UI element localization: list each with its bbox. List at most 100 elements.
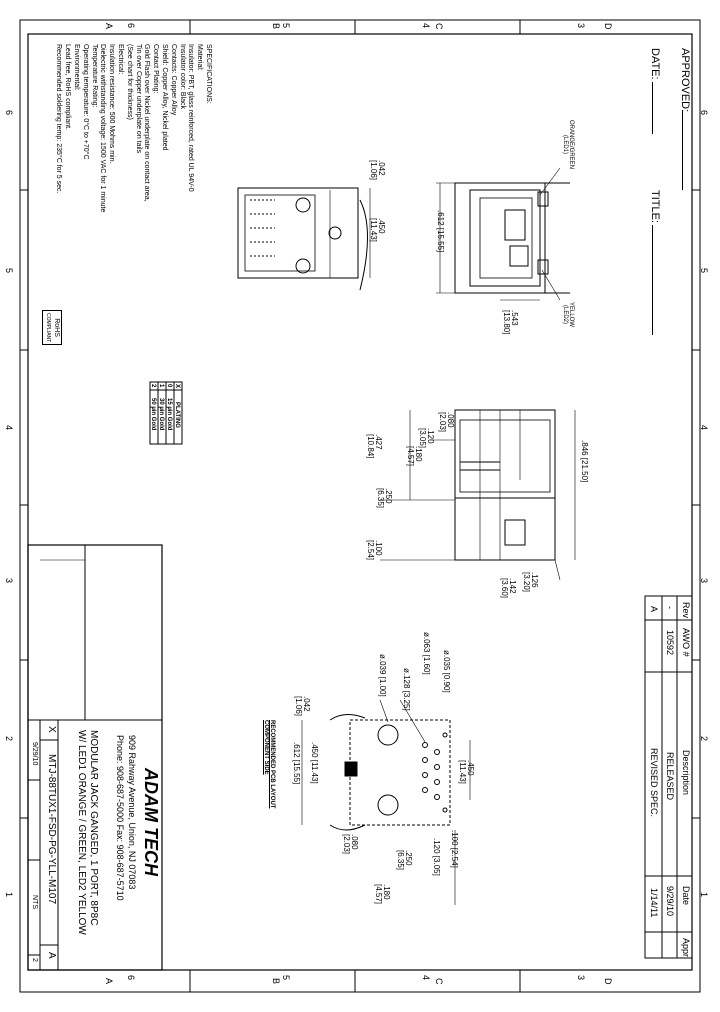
zone-label-3-bottom: 3 [576, 975, 586, 981]
zone-label-3-right: 3 [699, 578, 709, 584]
zone-label-2-right: 2 [699, 736, 709, 742]
plating-row1-plating: 30 µin Gold [158, 398, 164, 431]
zone-label-4-left: 4 [4, 425, 14, 431]
zone-label-6-top: 6 [126, 23, 136, 29]
dim-pcb-063: ø.063 [1.60] [422, 632, 431, 675]
zone-label-3-left: 3 [4, 578, 14, 584]
dim-side-846: .846 [21.50] [580, 440, 589, 483]
zone-label-5-bottom: 5 [281, 975, 291, 981]
zone-label-5-top: 5 [281, 23, 291, 29]
dim-rear-450: .450 [11.43] [369, 218, 386, 242]
approved-label: APPROVED: [679, 48, 691, 113]
zone-label-5-right: 5 [699, 268, 709, 274]
side-view [380, 409, 576, 581]
dim-front-width: .612 [15.55] [436, 210, 445, 253]
zone-letter-b-top: B [271, 23, 281, 30]
dim-pcb-450v: .450 [11.43] [310, 742, 319, 784]
inner-border [27, 33, 693, 971]
specifications-text: SPECIFICATIONS: Material: Insulator: PBT… [55, 44, 212, 213]
pcb-layout [301, 699, 471, 905]
dim-side-126: .126 [3.20] [522, 572, 539, 593]
dim-front-543: .543 [13.80] [502, 310, 519, 335]
zone-label-4-bottom: 4 [421, 975, 431, 981]
title-block-sheet: 2 [31, 958, 38, 962]
dim-pcb-120: .120 [3.05] [432, 838, 441, 876]
dim-side-427: .427 [10.84] [366, 434, 383, 459]
rev-header-description: Description [681, 750, 691, 796]
title-label: TITLE: [649, 190, 661, 224]
title-block-rev: A [46, 952, 57, 959]
title-block-scale: NTS [31, 895, 38, 909]
dim-pcb-450h: .450 [11.43] [458, 760, 475, 784]
dim-side-180: .180 [4.57] [406, 446, 423, 467]
date-line [652, 82, 653, 134]
zone-ticks [20, 20, 700, 992]
plating-row1-x: 1 [158, 384, 164, 388]
company-address: 909 Rahway Avenue, Union, NJ 07083 [127, 735, 137, 890]
rev-header-rev: Rev [681, 602, 691, 619]
rev-row1-rev: - [665, 606, 675, 609]
company-name: ADAM TECH [141, 768, 161, 876]
plating-row0-x: 0 [166, 384, 172, 388]
company-phone: Phone: 908-687-5000 Fax: 908-687-5710 [115, 735, 125, 901]
plating-row0-plating: 15 µin Gold [166, 398, 172, 431]
dim-rear-042: .042 [1.06] [369, 160, 386, 181]
rev-header-date: Date [681, 886, 691, 906]
dim-side-142: .142 [3.60] [500, 578, 517, 599]
front-view [436, 167, 570, 301]
dim-pcb-080: .080 [2.03] [342, 834, 359, 855]
rohs-line-2: COMPLIANT [45, 313, 51, 343]
plating-row2-x: 2 [150, 384, 156, 388]
dim-side-080: .080 [2.03] [438, 412, 455, 433]
rev-row2-description: REVISED SPEC. [649, 748, 659, 818]
plating-header-x: X [174, 384, 180, 389]
rev-row1-awo: 10592 [665, 630, 675, 656]
zone-label-4-top: 4 [421, 23, 431, 29]
dim-pcb-180: .180 [4.57] [374, 884, 391, 905]
plating-header-plating: PLATING [174, 402, 180, 428]
zone-label-5-left: 5 [4, 268, 14, 274]
rev-row1-description: RELEASED [665, 752, 675, 801]
rev-row2-rev: A [649, 606, 659, 613]
part-number: MTJ-88TUX1-FSD-PG-YLL-M107 [46, 754, 57, 905]
approved-line [682, 110, 683, 190]
description-line-2: W/ LED1 ORANGE / GREEN, LED2 YELLOW [76, 730, 87, 935]
revision-table-grid [644, 595, 693, 959]
zone-letter-d-bottom: D [603, 978, 613, 985]
rev-header-awo: AWO # [681, 628, 691, 657]
outer-border [19, 19, 701, 993]
rev-row1-date: 9/29/10 [665, 886, 675, 917]
zone-label-2-left: 2 [4, 736, 14, 742]
rev-row2-date: 1/14/11 [649, 888, 659, 918]
title-block-x: X [46, 726, 57, 733]
pcb-layout-title: RECOMMENDED PCB LAYOUT COMPONENT SIDE [263, 720, 275, 809]
dim-side-250: .250 [6.35] [376, 488, 393, 509]
zone-letter-a-top: A [104, 23, 114, 30]
date-label: DATE: [649, 48, 661, 80]
zone-label-1-right: 1 [699, 892, 709, 898]
zone-letter-c-top: C [434, 23, 444, 30]
dim-pcb-035: ø.035 [0.90] [442, 650, 451, 693]
dim-led2-label: YELLOW (LED2) [562, 302, 574, 328]
dim-pcb-100: .100 [2.54] [450, 830, 459, 868]
rohs-line-1: RoHS [53, 318, 60, 337]
dim-side-100: .100 [2.54] [366, 540, 383, 561]
zone-letter-a-bottom: A [104, 978, 114, 985]
zone-letter-b-bottom: B [271, 978, 281, 985]
zone-label-6-left: 6 [4, 110, 14, 116]
dim-side-120: .120 [3.05] [418, 428, 435, 449]
title-block-date: 9/29/10 [31, 742, 38, 766]
rohs-logo: RoHS COMPLIANT [42, 310, 62, 346]
zone-label-6-bottom: 6 [126, 975, 136, 981]
plating-table-grid [149, 381, 183, 445]
zone-letter-c-bottom: C [434, 978, 444, 985]
plating-row2-plating: 50 µin Gold [150, 398, 156, 431]
zone-label-3-top: 3 [576, 23, 586, 29]
dim-pcb-042: .042 [1.06] [294, 696, 311, 717]
zone-label-6-right: 6 [699, 110, 709, 116]
dim-pcb-250: .250 [6.35] [396, 850, 413, 871]
rev-header-appr: Appr [681, 938, 691, 958]
dim-led1-label: ORANGE/GREEN (LED1) [562, 120, 574, 170]
